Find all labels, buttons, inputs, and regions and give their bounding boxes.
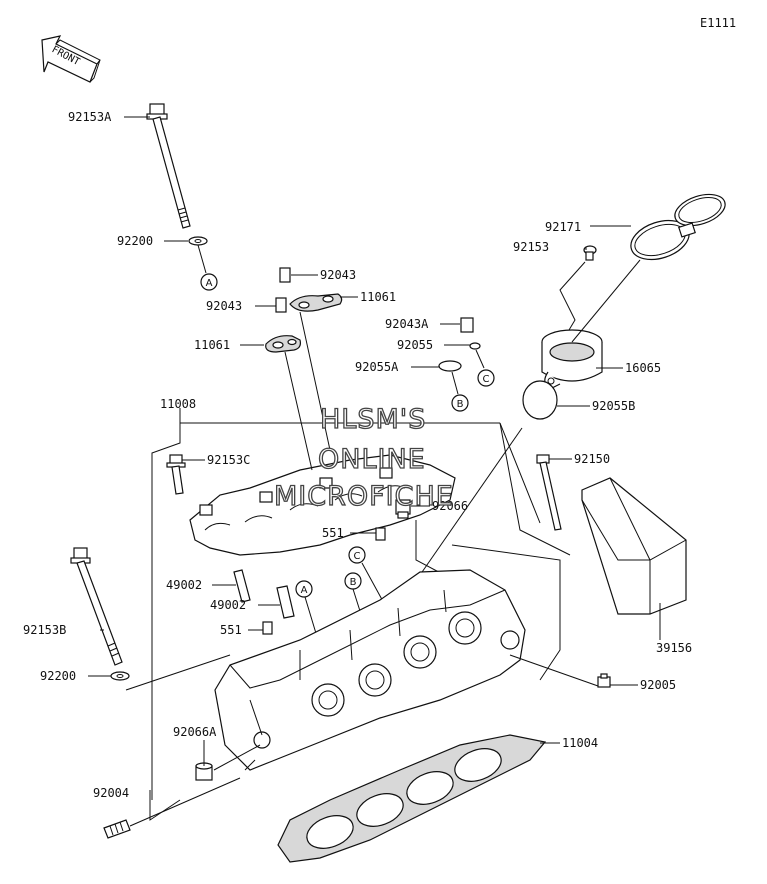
label-11004: 11004	[562, 736, 598, 750]
clamp-92171-drawing	[630, 193, 726, 261]
callout-a-head	[295, 580, 313, 598]
washer-92200-bottom-drawing	[110, 671, 130, 681]
label-11061-b: 11061	[194, 338, 230, 352]
dowel-92043-b-drawing	[275, 297, 287, 313]
label-92066: 92066	[432, 499, 468, 513]
sensor-92005-drawing	[597, 673, 611, 688]
label-92043A: 92043A	[385, 317, 429, 331]
valve-guide-49002-a-drawing	[233, 569, 251, 603]
plug-92066-drawing	[395, 499, 411, 519]
label-92005: 92005	[640, 678, 676, 692]
callout-c-top-text: C	[483, 374, 490, 385]
dowel-551-b-drawing	[262, 621, 273, 635]
label-92153: 92153	[513, 240, 549, 254]
label-92055: 92055	[397, 338, 433, 352]
callout-c-head-text: C	[354, 551, 361, 562]
callout-a-head-text: A	[301, 585, 308, 596]
label-16065: 16065	[625, 361, 661, 375]
label-92200-top: 92200	[117, 234, 153, 248]
label-49002-a: 49002	[166, 578, 202, 592]
label-49002-b: 49002	[210, 598, 246, 612]
bolt-92153B-drawing	[70, 547, 123, 666]
label-92153A: 92153A	[68, 110, 112, 124]
bolt-92153A-drawing	[146, 103, 191, 229]
bolt-92150-drawing	[536, 454, 562, 531]
watermark-line-1: HLSM'S	[320, 404, 426, 435]
label-92153B: 92153B	[23, 623, 66, 637]
gasket-11061-a-drawing	[289, 293, 343, 312]
callout-c-head	[348, 546, 366, 564]
callout-a-top-text: A	[206, 278, 213, 289]
label-92200-bottom: 92200	[40, 669, 76, 683]
label-92055A: 92055A	[355, 360, 399, 374]
label-92055B: 92055B	[592, 399, 635, 413]
callout-b-head-text: B	[350, 577, 357, 588]
intake-16065-drawing	[541, 329, 603, 389]
head-gasket-11004-drawing	[277, 734, 547, 863]
label-551-b: 551	[220, 623, 242, 637]
label-11061-a: 11061	[360, 290, 396, 304]
callout-a-top	[200, 273, 218, 291]
group-bracket-11008	[151, 422, 541, 790]
label-92043-b: 92043	[206, 299, 242, 313]
label-92043-a: 92043	[320, 268, 356, 282]
label-11008: 11008	[160, 397, 196, 411]
callout-b-top	[451, 394, 469, 412]
screw-92153-drawing	[583, 245, 597, 261]
label-551-a: 551	[322, 526, 344, 540]
watermark: HLSM'S ONLINE MICROFICHE	[273, 403, 454, 512]
diagram-code: E1111	[700, 16, 736, 30]
bolt-92153C-drawing	[166, 454, 186, 495]
front-arrow-icon: FRONT	[41, 35, 101, 83]
label-92171: 92171	[545, 220, 581, 234]
dowel-551-a-drawing	[375, 527, 386, 541]
oring-92055A-drawing	[438, 360, 462, 372]
dowel-92043-a-drawing	[279, 267, 291, 283]
cam-holder-11008-drawing	[189, 454, 456, 556]
label-92066A: 92066A	[173, 725, 217, 739]
label-92153C: 92153C	[207, 453, 250, 467]
label-39156: 39156	[656, 641, 692, 655]
oring-92055-drawing	[469, 342, 481, 350]
stud-92004-drawing	[103, 819, 131, 839]
oring-92055B-drawing	[522, 380, 558, 420]
watermark-line-3: MICROFICHE	[274, 481, 454, 512]
dowel-92043A-drawing	[460, 317, 474, 333]
callout-b-top-text: B	[457, 399, 464, 410]
callout-c-top	[477, 369, 495, 387]
label-92150: 92150	[574, 452, 610, 466]
label-92004: 92004	[93, 786, 129, 800]
watermark-line-2: ONLINE	[318, 444, 426, 475]
gasket-11061-b-drawing	[265, 335, 301, 353]
valve-guide-49002-b-drawing	[276, 585, 295, 619]
cover-39156-drawing	[581, 477, 687, 615]
washer-92200-top-drawing	[188, 236, 208, 246]
cylinder-head-drawing	[214, 569, 526, 771]
